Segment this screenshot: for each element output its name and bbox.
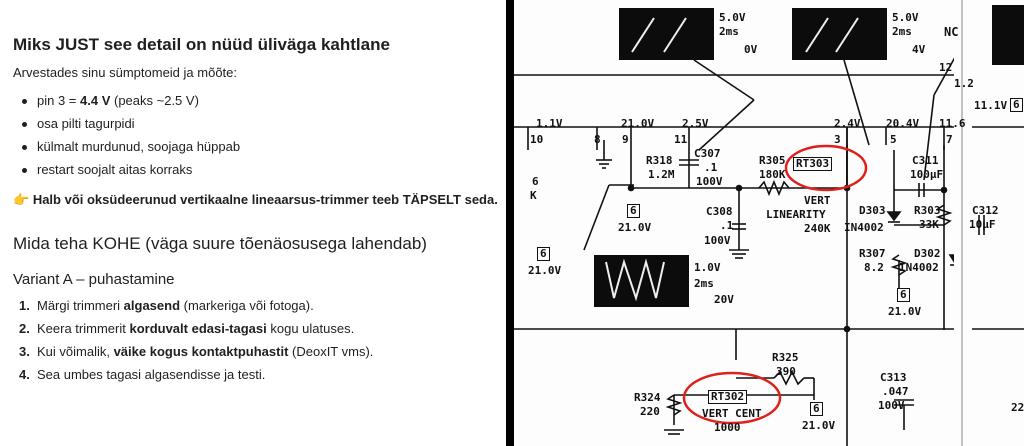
r303-label: R303 — [914, 204, 941, 217]
nc-label: NC — [944, 25, 959, 39]
pinv-6: 11.6 — [939, 117, 966, 130]
panel-divider[interactable] — [506, 0, 514, 446]
d302-type: IN4002 — [899, 261, 939, 274]
heading-why: Miks JUST see detail on nüüd üliväga kah… — [13, 35, 390, 54]
scope1-time: 2ms — [719, 25, 739, 38]
c308-voltage: 100V — [704, 234, 731, 247]
vert-lin-1: VERT — [804, 194, 831, 207]
scope2-time: 2ms — [892, 25, 912, 38]
c307-voltage: 100V — [696, 175, 723, 188]
c307-label: C307 — [694, 147, 721, 160]
c313-voltage: 100V — [878, 399, 905, 412]
schematic-image: 5.0V 2ms 0V 5.0V 2ms 4V 1.0V 2ms 20V NC … — [514, 0, 1024, 446]
list-item: restart soojalt aitas korraks — [13, 161, 240, 184]
c313-label: C313 — [880, 371, 907, 384]
pin-9: 9 — [622, 133, 629, 146]
box6-right: 6 — [1010, 98, 1023, 112]
r318-value: 1.2M — [648, 168, 675, 181]
scope2-ref: 4V — [912, 43, 926, 56]
scope3-ref: 20V — [714, 293, 734, 306]
left-k: K — [530, 189, 537, 202]
right-22: 22 — [1011, 401, 1024, 414]
steps-list: 1.Märgi trimmeri algasend (markeriga või… — [13, 297, 373, 389]
pin-11: 11 — [674, 133, 688, 146]
node6-box: 6 — [897, 288, 910, 302]
left-6: 6 — [532, 175, 539, 188]
r325-label: R325 — [772, 351, 799, 364]
c308-value: .1 — [720, 219, 734, 232]
intro-text: Arvestades sinu sümptomeid ja mõõte: — [13, 65, 237, 80]
node6-voltage-2: 21.0V — [618, 221, 652, 234]
scope1-ref: 0V — [744, 43, 758, 56]
pin-3: 3 — [834, 133, 841, 146]
r325-value: 390 — [776, 365, 796, 378]
list-item: pin 3 = 4.4 V (peaks ~2.5 V) — [13, 92, 240, 115]
c308-label: C308 — [706, 205, 733, 218]
pointing-hand-icon: 👉 — [13, 192, 30, 207]
rt302-value: 1000 — [714, 421, 741, 434]
pin-5: 5 — [890, 133, 897, 146]
heading-what-to-do: Mida teha KOHE (väga suure tõenäosusega … — [13, 234, 427, 253]
node6-box-2: 6 — [627, 204, 640, 218]
scope1-volts: 5.0V — [719, 11, 746, 24]
r303-value: 33K — [919, 218, 939, 231]
pinv-5: 20.4V — [886, 117, 920, 130]
list-item: osa pilti tagurpidi — [13, 115, 240, 138]
node6-voltage-4: 21.0V — [802, 419, 836, 432]
list-item: 1.Märgi trimmeri algasend (markeriga või… — [19, 298, 314, 313]
c312-label: C312 — [972, 204, 999, 217]
pin-7: 7 — [946, 133, 953, 146]
pin12-label: 12 — [939, 61, 953, 74]
pin-8: 8 — [594, 133, 601, 146]
vert-cent-label: VERT CENT — [702, 407, 762, 420]
list-item: külmalt murdunud, soojaga hüppab — [13, 138, 240, 161]
node6-voltage-3: 21.0V — [528, 264, 562, 277]
pinv-3: 2.5V — [682, 117, 709, 130]
c311-label: C311 — [912, 154, 939, 167]
c313-value: .047 — [882, 385, 909, 398]
rt303-label: RT303 — [793, 157, 833, 171]
d302-label: D302 — [914, 247, 941, 260]
callout: 👉 Halb või oksüdeerunud vertikaalne line… — [13, 192, 498, 207]
schematic-drawing — [514, 0, 1024, 446]
list-item: 3.Kui võimalik, väike kogus kontaktpuhas… — [19, 344, 374, 359]
r307-value: 8.2 — [864, 261, 884, 274]
scope3-volts: 1.0V — [694, 261, 721, 274]
r305-label: R305 — [759, 154, 786, 167]
vert-lin-3: 240K — [804, 222, 831, 235]
pin-10: 10 — [530, 133, 544, 146]
rt302-highlight — [682, 371, 782, 425]
v12-label: 1.2 — [954, 77, 974, 90]
r307-label: R307 — [859, 247, 886, 260]
r324-label: R324 — [634, 391, 661, 404]
d303-label: D303 — [859, 204, 886, 217]
v111-label: 11.1V — [974, 99, 1008, 112]
symptom-list: pin 3 = 4.4 V (peaks ~2.5 V) osa pilti t… — [13, 92, 240, 184]
vert-lin-2: LINEARITY — [766, 208, 826, 221]
pinv-2: 21.0V — [621, 117, 655, 130]
rt302-label: RT302 — [708, 390, 748, 404]
node6-box-3: 6 — [537, 247, 550, 261]
node6-voltage: 21.0V — [888, 305, 922, 318]
r305-value: 180K — [759, 168, 786, 181]
list-item: 4.Sea umbes tagasi algasendisse ja testi… — [19, 367, 266, 382]
c307-value: .1 — [704, 161, 718, 174]
pinv-1: 1.1V — [536, 117, 563, 130]
c312-value: 10µF — [969, 218, 996, 231]
list-item: 2.Keera trimmerit korduvalt edasi-tagasi… — [19, 321, 355, 336]
c311-value: 100µF — [910, 168, 944, 181]
scope2-volts: 5.0V — [892, 11, 919, 24]
chat-panel: Miks JUST see detail on nüüd üliväga kah… — [0, 0, 506, 446]
r318-label: R318 — [646, 154, 673, 167]
r324-value: 220 — [640, 405, 660, 418]
heading-variant-a: Variant A – puhastamine — [13, 271, 175, 288]
pinv-4: 2.4V — [834, 117, 861, 130]
scope3-time: 2ms — [694, 277, 714, 290]
node6-box-4: 6 — [810, 402, 823, 416]
rt303-highlight — [784, 144, 868, 192]
d303-type: IN4002 — [844, 221, 884, 234]
